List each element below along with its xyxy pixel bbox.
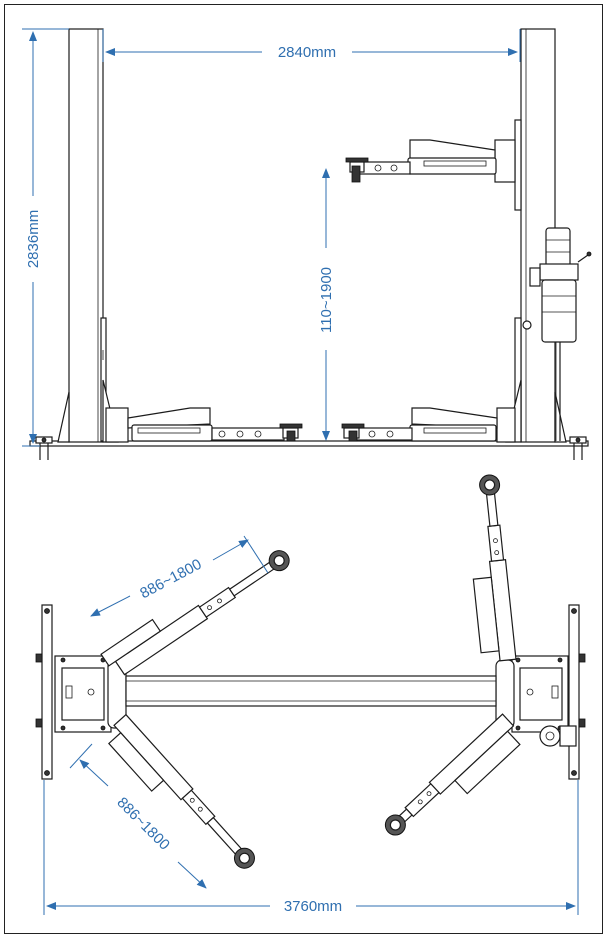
left-base-plate xyxy=(35,604,53,780)
left-lower-arm xyxy=(105,407,303,443)
dimension-inner-width: 2840mm xyxy=(102,29,521,62)
column-height-label: 2836mm xyxy=(25,210,42,268)
right-foot xyxy=(569,436,587,460)
right-base-plate xyxy=(568,604,586,780)
right-column-top xyxy=(511,655,577,747)
floor-plate xyxy=(125,675,497,707)
right-lower-arm xyxy=(341,407,516,443)
left-column-top xyxy=(54,655,112,733)
dimension-arm-front: 886~1800 xyxy=(90,535,269,617)
dimension-column-height: 2836mm xyxy=(22,28,69,447)
power-unit xyxy=(529,227,592,441)
left-column xyxy=(35,28,119,460)
left-foot xyxy=(35,436,53,460)
right-raised-arm xyxy=(345,139,516,183)
arm-lower-left xyxy=(108,713,255,869)
lift-range-label: 110~1900 xyxy=(318,267,335,333)
arm-rear-label: 886~1800 xyxy=(113,794,173,854)
arm-front-label: 886~1800 xyxy=(137,556,204,603)
top-plan-view xyxy=(35,474,586,869)
dimension-overall-width: 3760mm xyxy=(43,780,579,915)
overall-width-label: 3760mm xyxy=(284,898,342,915)
right-column xyxy=(505,28,587,460)
dimension-lift-range: 110~1900 xyxy=(318,168,335,441)
inner-width-label: 2840mm xyxy=(278,44,336,61)
arm-upper-left xyxy=(100,550,290,676)
drawing-frame xyxy=(4,4,603,934)
front-elevation xyxy=(29,28,592,460)
arm-upper-right xyxy=(472,474,517,662)
arm-lower-right xyxy=(384,713,521,836)
